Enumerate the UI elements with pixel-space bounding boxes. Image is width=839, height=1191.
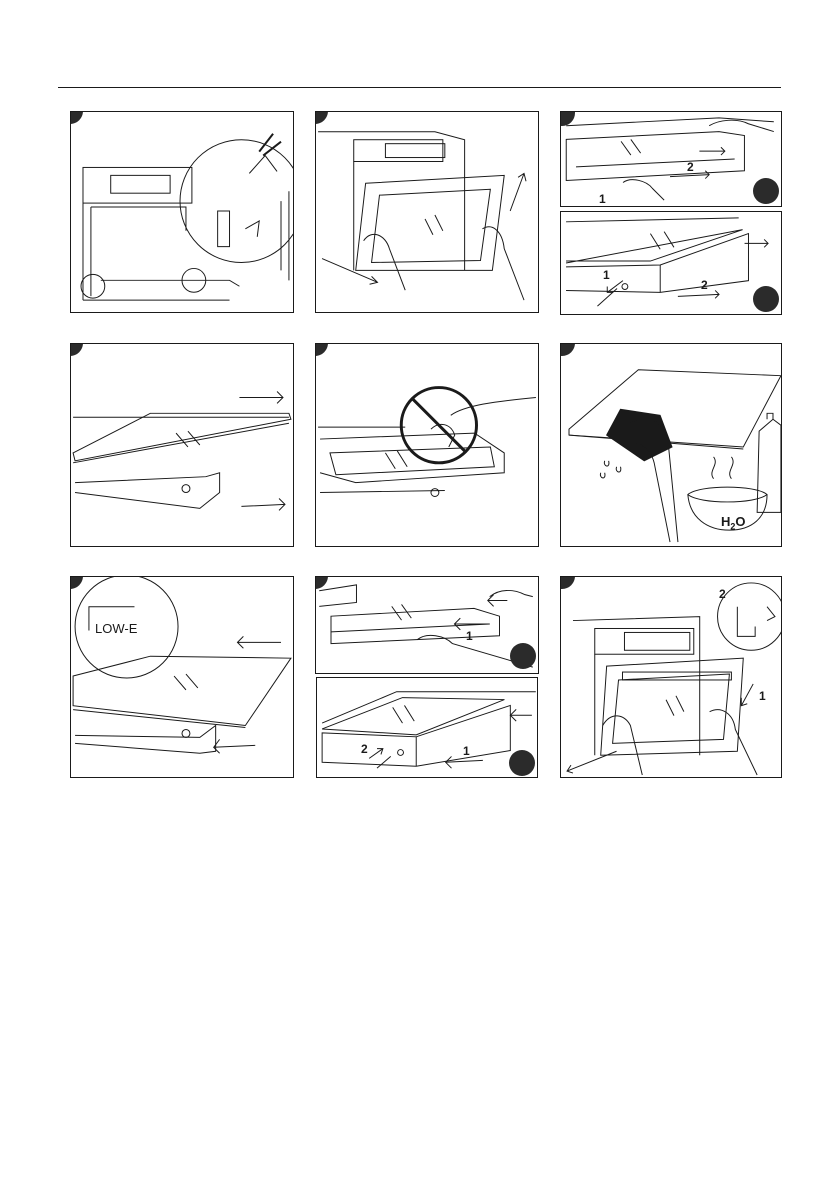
sub-step-badge-b — [509, 750, 535, 776]
step-label-1: 1 — [759, 689, 766, 703]
panel-reattach-door: 2 1 — [560, 576, 782, 778]
step-label-2: 2 — [687, 160, 694, 174]
panel-remove-hinge-locks — [70, 111, 294, 313]
panel-refit-glass-8a: 1 — [315, 576, 539, 674]
h2o-label: H2O — [721, 514, 746, 532]
panel-do-not-touch — [315, 343, 539, 547]
sub-step-badge-b — [753, 286, 779, 312]
panel-remove-glass — [70, 343, 294, 547]
panel-refit-glass-8b: 1 2 — [316, 677, 538, 778]
panel-reinsert-glass: LOW-E — [70, 576, 294, 778]
panel-lift-door — [315, 111, 539, 313]
step-label-2: 2 — [361, 742, 368, 756]
header-rule — [58, 87, 781, 88]
step-label-1: 1 — [463, 744, 470, 758]
step-label-1: 1 — [599, 192, 606, 206]
sub-step-badge-a — [510, 643, 536, 669]
step-label-2: 2 — [701, 278, 708, 292]
panel-slide-glass-3b: 1 2 — [560, 211, 782, 315]
step-label-1: 1 — [466, 629, 473, 643]
low-e-callout: LOW-E — [95, 621, 137, 636]
step-label-1: 1 — [603, 268, 610, 282]
panel-clean-glass: H2O — [560, 343, 782, 547]
sub-step-badge-a — [753, 178, 779, 204]
step-label-2: 2 — [719, 587, 726, 601]
panel-slide-glass-3a: 1 2 — [560, 111, 782, 207]
